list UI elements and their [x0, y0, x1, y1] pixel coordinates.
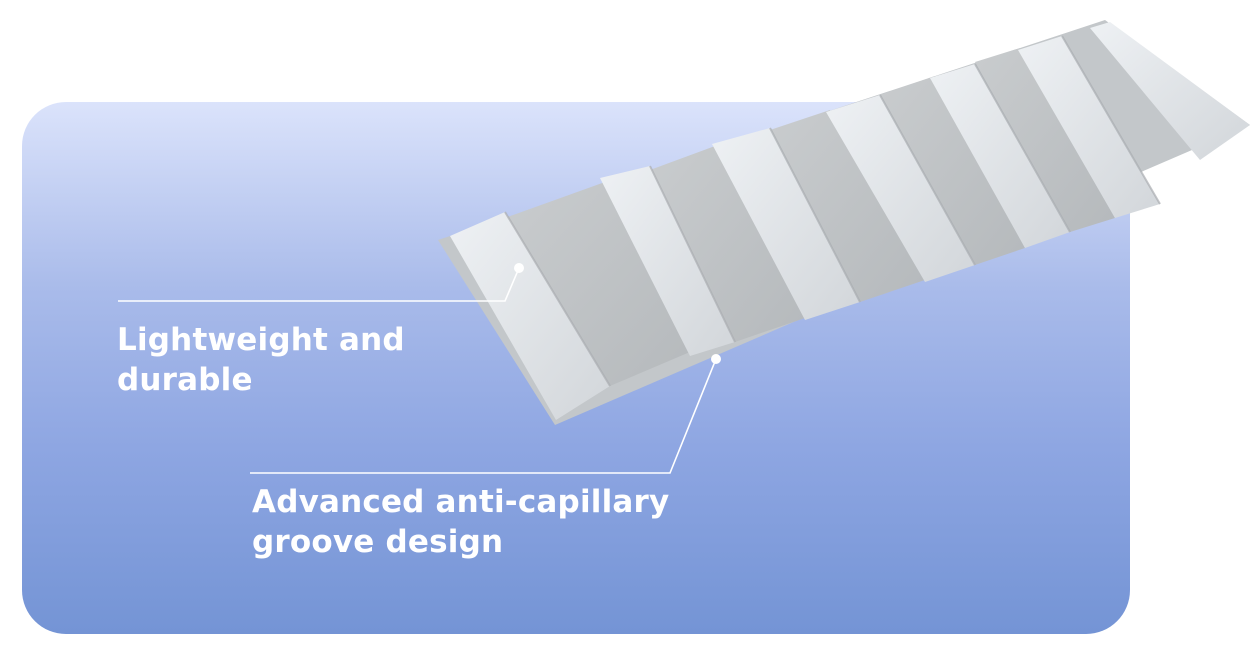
- leader-line-2: [250, 358, 717, 474]
- callout-dot-2: [711, 354, 721, 364]
- callout-groove-design: Advanced anti-capillary groove design: [252, 482, 669, 562]
- sheet-crest: [1090, 22, 1250, 160]
- sheet-crest: [450, 212, 610, 420]
- callout-line: groove design: [252, 524, 504, 560]
- sheet-crest: [712, 128, 860, 320]
- callout-dot-1: [514, 263, 524, 273]
- leader-line-1: [118, 267, 520, 302]
- sheet-crest: [1018, 36, 1160, 218]
- sheet-trough: [880, 76, 1025, 265]
- sheet-crest: [600, 166, 735, 356]
- sheet-trough: [650, 146, 805, 342]
- sheet-trough: [505, 182, 690, 386]
- callout-lightweight: Lightweight and durable: [117, 320, 405, 400]
- callout-line: Lightweight and: [117, 322, 405, 358]
- sheet-trough: [975, 48, 1115, 232]
- callout-line: durable: [117, 362, 253, 398]
- sheet-crest: [826, 95, 975, 282]
- callout-line: Advanced anti-capillary: [252, 484, 670, 520]
- sheet-crest: [930, 64, 1070, 248]
- sheet-trough: [770, 110, 925, 302]
